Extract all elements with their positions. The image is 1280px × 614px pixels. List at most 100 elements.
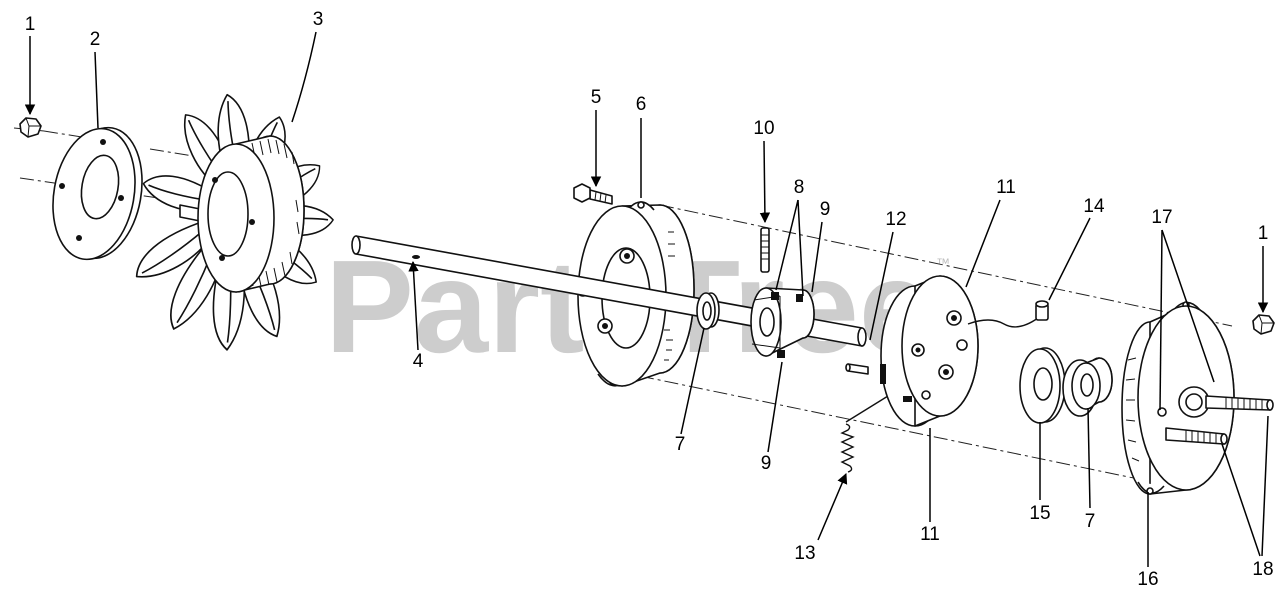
callout-12: 12 [885, 209, 906, 230]
pin-body [760, 227, 770, 273]
fan-bolt-hole [249, 219, 255, 225]
coupler-ridges [751, 295, 781, 354]
plate-hole [118, 195, 124, 201]
plate-center-hole [80, 154, 120, 220]
callout-9-lower: 9 [761, 453, 772, 474]
housing-ear-hole [637, 201, 645, 209]
part-10-pin [760, 227, 770, 273]
callout-15: 15 [1029, 503, 1050, 524]
stud-threads [1185, 430, 1217, 444]
leader-line-18 [1261, 415, 1269, 557]
callout-3: 3 [313, 9, 324, 30]
leader-line-9-lower [767, 361, 783, 453]
axis-line [659, 204, 1233, 327]
callout-11-upper: 11 [996, 177, 1016, 198]
part-1-nut-left [19, 117, 42, 138]
coupler-spline [777, 350, 785, 358]
stud-end [1220, 433, 1228, 445]
leader-line-8 [797, 199, 804, 297]
leader-line-4 [408, 260, 419, 351]
drum-boss-hole [943, 369, 949, 375]
leader-line-3 [291, 31, 317, 123]
part-15-washer [1019, 347, 1066, 424]
leader-line-17 [1161, 229, 1215, 383]
callout-18: 18 [1252, 559, 1273, 580]
end-housing-ribs [1125, 357, 1140, 462]
axis-line [639, 375, 1183, 489]
coupler-spline [796, 294, 803, 302]
part-11-clutch-drum [880, 275, 1039, 427]
callout-4: 4 [413, 351, 424, 372]
bolt-threads [594, 191, 607, 204]
drum-boss-hole [951, 315, 957, 321]
part-16-end-housing [1121, 301, 1274, 495]
drum-shoe [880, 364, 886, 384]
bolt-head [573, 183, 591, 203]
part-4-shaft [351, 235, 867, 347]
shaft-end-left [351, 235, 361, 255]
part-1-nut-right [1252, 314, 1275, 335]
stud-end [1266, 399, 1274, 411]
callout-9-upper: 9 [820, 199, 831, 220]
washer-hole [1033, 367, 1053, 401]
callout-11-lower: 11 [920, 524, 940, 545]
leader-lines [24, 31, 1269, 567]
spring-link [845, 395, 889, 423]
spring-coil [840, 423, 855, 473]
leader-line-14 [1048, 217, 1091, 301]
plate-hole [59, 183, 65, 189]
callout-8: 8 [794, 177, 805, 198]
callout-5: 5 [591, 87, 602, 108]
end-housing-small-stud [1157, 407, 1167, 417]
fan-bolt-hole [212, 177, 218, 183]
nut-chamfer [25, 117, 41, 138]
leader-line-13 [817, 473, 848, 541]
fan-center-hole [207, 171, 249, 257]
leader-line-8 [775, 199, 799, 291]
part-3-fan [135, 93, 334, 351]
part-14-sleeve [1035, 300, 1049, 321]
nut-chamfer [1258, 314, 1274, 335]
watermark-trademark: ™ [936, 255, 950, 271]
leader-line-7-right [1087, 407, 1091, 509]
part-5-bolt [573, 183, 613, 205]
callout-16: 16 [1137, 569, 1158, 590]
leader-line-10 [759, 140, 771, 224]
shaft-end-right [857, 327, 867, 347]
callouts: 1 2 3 4 5 6 7 8 9 9 10 11 11 12 13 14 1 … [25, 9, 1274, 590]
fan-blade [135, 219, 214, 278]
leader-line-17 [1159, 229, 1163, 411]
callout-7-left: 7 [675, 434, 686, 455]
pin-threads [761, 234, 769, 260]
part-8-9-coupler [750, 287, 815, 358]
drum-face [901, 275, 979, 417]
part-13-spring [840, 395, 889, 473]
callout-10: 10 [753, 118, 774, 139]
shaft-key-slot [412, 255, 420, 259]
part-18-stud-lower [1165, 427, 1228, 445]
part-2-plate [52, 126, 143, 261]
part-7-washer-left [696, 292, 720, 330]
leader-line-18 [1221, 443, 1261, 557]
callout-17: 17 [1151, 207, 1172, 228]
nut-body [19, 117, 42, 138]
axis-line [149, 148, 206, 159]
part-18-stud-upper [1205, 395, 1274, 411]
callout-6: 6 [636, 94, 647, 115]
bushing-bore [1080, 373, 1094, 397]
leader-line-9-upper [811, 221, 823, 293]
sleeve-top [1035, 300, 1049, 308]
drum-shoe [903, 396, 912, 402]
stud-threads [1225, 397, 1263, 410]
callout-14: 14 [1083, 196, 1105, 217]
plate-hole [100, 139, 106, 145]
drum-boss [956, 339, 968, 351]
leader-line-7-left [680, 327, 705, 435]
end-housing-boss-bore [1185, 393, 1203, 411]
coupler-spline [771, 292, 779, 300]
leader-line-12 [869, 231, 894, 341]
small-pin-end [845, 363, 851, 372]
housing-stud-hole [624, 253, 630, 259]
callout-1-right: 1 [1258, 223, 1269, 244]
